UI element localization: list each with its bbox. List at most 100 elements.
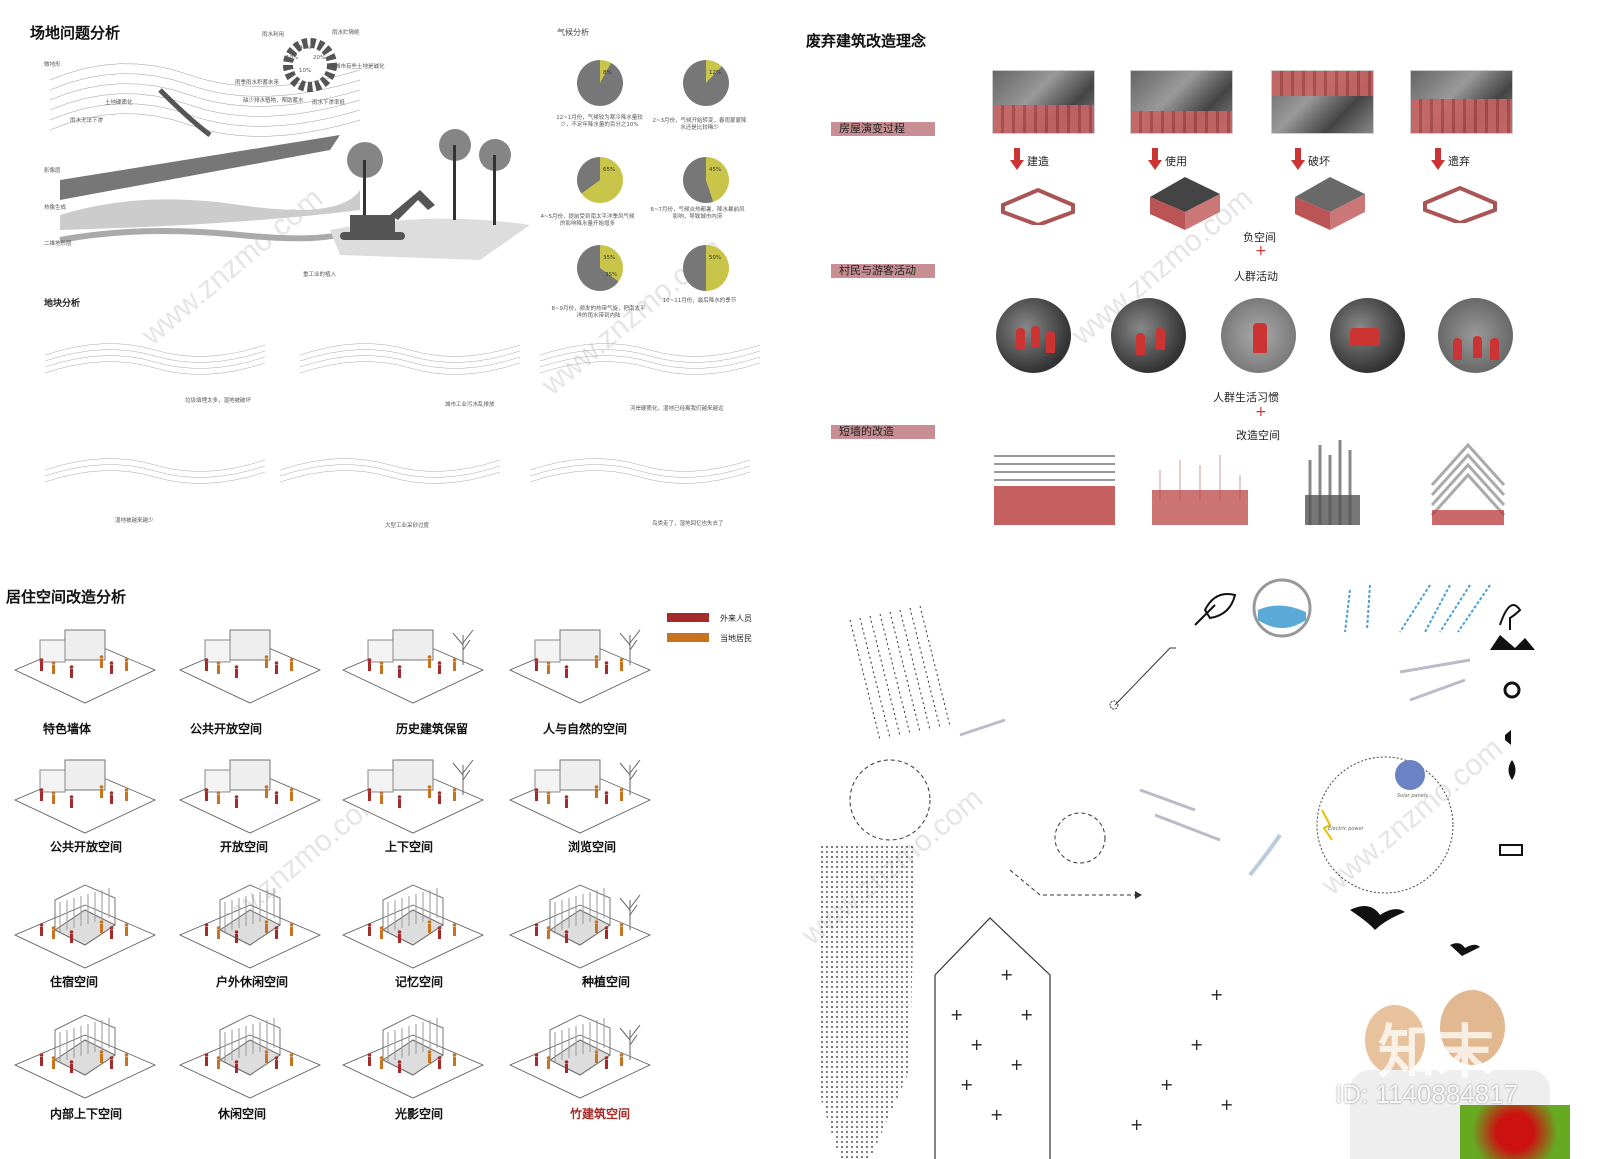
plot-terrain-1	[45, 343, 265, 375]
activity-photo	[1221, 298, 1296, 373]
climate-pie-percent: 12%	[709, 70, 722, 76]
concept-bar-activity: 村民与游客活动	[831, 264, 935, 278]
space-caption: 记忆空间	[395, 975, 444, 989]
plus-sign: +	[1255, 243, 1267, 259]
wall-transform-2	[1152, 455, 1248, 525]
plot-caption: 垃圾填埋太多，湿地被破坏	[185, 398, 252, 404]
space-caption: 人与自然的空间	[543, 722, 628, 736]
down-arrow-icon	[1291, 148, 1305, 170]
layer-label: 微地形	[44, 62, 61, 68]
wall-transform-4	[1430, 442, 1506, 525]
mid-label: 负空间	[1243, 231, 1276, 244]
gear-label: 缺少排水植物，帮助蓄水	[243, 98, 304, 104]
plot-analysis-title: 地块分析	[44, 299, 81, 309]
step-label: 遗弃	[1448, 155, 1470, 168]
house-model-abandoned	[1423, 185, 1497, 223]
svg-text:+: +	[970, 1035, 983, 1054]
svg-text:+: +	[1160, 1075, 1173, 1094]
climate-pie	[683, 60, 729, 106]
gear-percent: 10%	[299, 68, 312, 74]
down-arrow-icon	[1148, 148, 1162, 170]
gear-icon	[283, 38, 337, 92]
climate-pie-percent: 35%	[605, 272, 618, 278]
space-caption: 内部上下空间	[50, 1107, 123, 1121]
concept-title: 废弃建筑改造理念	[806, 32, 927, 50]
space-diagram	[14, 884, 156, 969]
plot-caption: 湿地被越来越少	[115, 518, 154, 524]
space-caption: 种植空间	[582, 975, 631, 989]
plot-terrain-6	[530, 458, 750, 484]
gear-percent: 40%	[299, 45, 312, 51]
svg-text:+: +	[1010, 1055, 1023, 1074]
down-arrow-icon	[1010, 148, 1024, 170]
living-title: 居住空间改造分析	[6, 588, 127, 606]
gear-label: 雨季雨水积蓄未来	[235, 80, 280, 86]
plot-caption: 鸟类走了，湿地回忆也失去了	[652, 521, 724, 527]
activity-photo	[996, 298, 1071, 373]
house-model-damaged	[1295, 177, 1365, 230]
space-diagram	[14, 759, 156, 834]
space-caption: 休闲空间	[218, 1107, 267, 1121]
callout: 重工业的植入	[303, 272, 337, 278]
svg-text:+: +	[990, 1105, 1003, 1124]
space-caption: 上下空间	[385, 840, 434, 854]
down-arrow-icon	[1431, 148, 1445, 170]
plot-terrain-3	[540, 343, 760, 375]
climate-pie-caption: 10~11月份，最后降水的季节	[662, 298, 737, 304]
space-diagram	[179, 884, 321, 969]
plot-caption: 河岸硬质化，湿地已经离我们越来越远	[630, 406, 724, 412]
step-label: 使用	[1165, 155, 1187, 168]
callout: 土地硬质化	[105, 100, 133, 106]
habit-label: 改造空间	[1236, 429, 1280, 442]
legend-swatch	[667, 633, 709, 642]
step-label: 建造	[1027, 155, 1049, 168]
brand-watermark: 知末	[1378, 1018, 1495, 1086]
layer-label: 影像层	[44, 168, 61, 174]
space-diagram	[342, 629, 484, 704]
step-label: 破坏	[1308, 155, 1330, 168]
space-diagram	[179, 1014, 321, 1099]
plot-caption: 城市工业污水乱排放	[445, 402, 495, 408]
svg-text:+: +	[960, 1075, 973, 1094]
space-caption: 公共开放空间	[190, 722, 263, 736]
climate-pie-percent: 50%	[709, 255, 722, 261]
habit-label: 人群生活习惯	[1213, 391, 1279, 404]
site-analysis-title: 场地问题分析	[30, 24, 121, 42]
wall-transform-1	[994, 455, 1115, 525]
house-photo	[992, 70, 1095, 134]
space-diagram	[509, 629, 651, 704]
layer-label: 热像生成	[44, 205, 67, 211]
legend-label: 外来人员	[720, 614, 752, 623]
plot-terrain-2	[300, 343, 520, 375]
climate-pie-percent: 65%	[603, 167, 616, 173]
climate-pie	[577, 60, 623, 106]
solar-label: Solar panels	[1397, 793, 1428, 799]
gear-label: 城市有些土地是碱化	[335, 64, 385, 70]
house-photo	[1130, 70, 1233, 134]
activity-photo	[1111, 298, 1186, 373]
concept-bar-evolution: 房屋演变过程	[831, 122, 935, 136]
activity-photo	[1330, 298, 1405, 373]
power-label: Electric power	[1328, 826, 1364, 832]
space-caption: 住宿空间	[50, 975, 99, 989]
gear-label: 雨水利用	[262, 32, 285, 38]
space-caption: 公共开放空间	[50, 840, 123, 854]
layer-label: 二维地形层	[44, 241, 72, 247]
house-photo	[1410, 70, 1513, 134]
children-photo	[1340, 985, 1570, 1159]
svg-text:+: +	[1220, 1095, 1233, 1114]
id-watermark: ID: 1140884817	[1335, 1079, 1519, 1109]
space-diagram	[342, 759, 484, 834]
svg-text:+: +	[1000, 965, 1013, 984]
space-diagram	[509, 759, 651, 834]
space-diagram	[509, 1014, 651, 1099]
space-diagram	[342, 1014, 484, 1099]
space-caption: 竹建筑空间	[570, 1107, 631, 1121]
excavator-scene	[330, 129, 530, 260]
concept-bar-wall: 短墙的改造	[831, 425, 935, 439]
gear-percent: 10%	[286, 55, 299, 61]
svg-text:+: +	[1020, 1005, 1033, 1024]
climate-pie	[577, 157, 623, 203]
climate-pie	[683, 157, 729, 203]
space-diagram	[342, 884, 484, 969]
